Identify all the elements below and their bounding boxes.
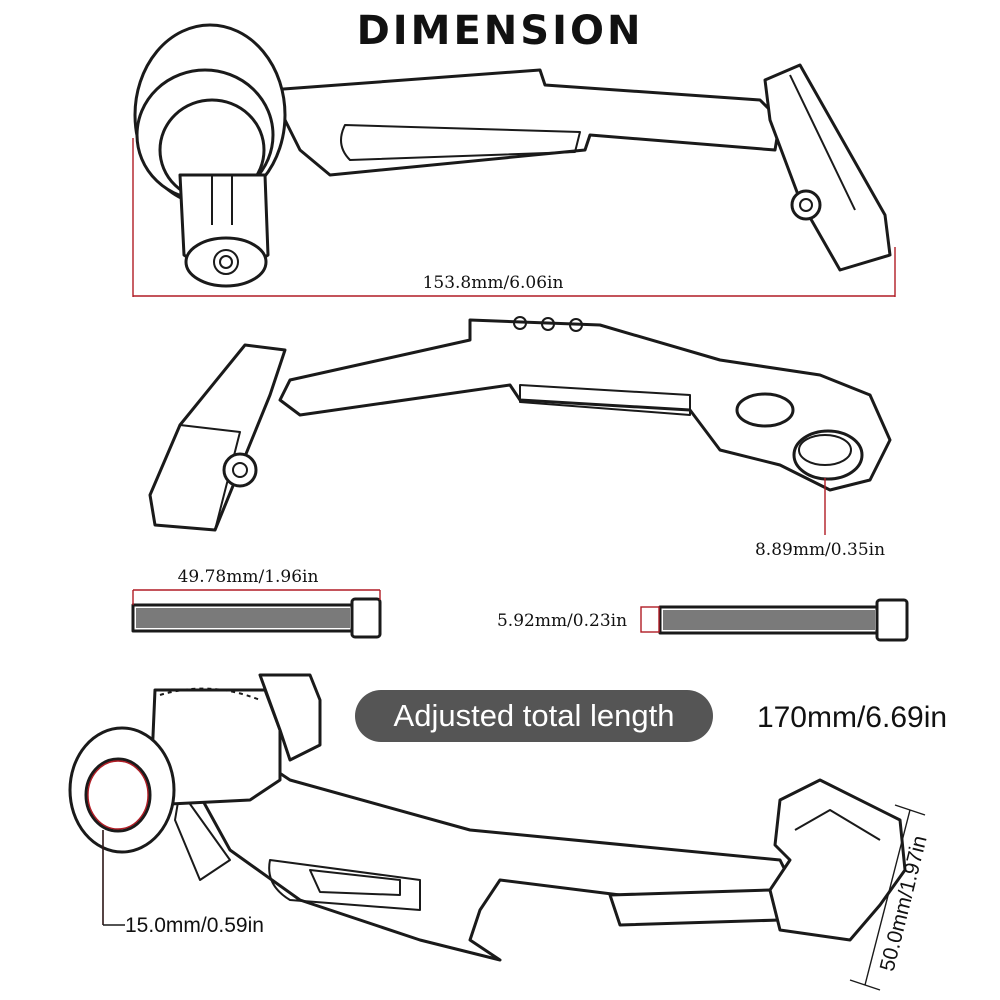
total-length-label: 170mm/6.69in: [757, 701, 947, 734]
lever-guard-top-view: [133, 23, 892, 288]
bolt-diameter-dimension: [640, 606, 660, 633]
long-bolt: [658, 598, 909, 642]
lever-guard-perspective-view: [68, 673, 907, 962]
overall-length-label: 153.8mm/6.06in: [423, 273, 564, 293]
guard-height-dimension: [849, 804, 926, 991]
adjusted-length-badge: [355, 690, 713, 742]
overall-length-dimension: [132, 138, 896, 297]
adjusted-length-badge-label: Adjusted total length: [394, 698, 675, 733]
short-bolt-length-label: 49.78mm/1.96in: [178, 567, 319, 587]
bore-diameter-dimension: [102, 830, 125, 926]
lever-guard-side-view: [148, 316, 892, 532]
short-bolt-dimension: [132, 589, 381, 605]
page-title: DIMENSION: [357, 8, 644, 54]
short-bolt: [131, 597, 382, 639]
hole-diameter-label: 8.89mm/0.35in: [755, 540, 885, 560]
bore-diameter-label: 15.0mm/0.59in: [125, 914, 264, 937]
bolt-diameter-label: 5.92mm/0.23in: [497, 611, 627, 631]
